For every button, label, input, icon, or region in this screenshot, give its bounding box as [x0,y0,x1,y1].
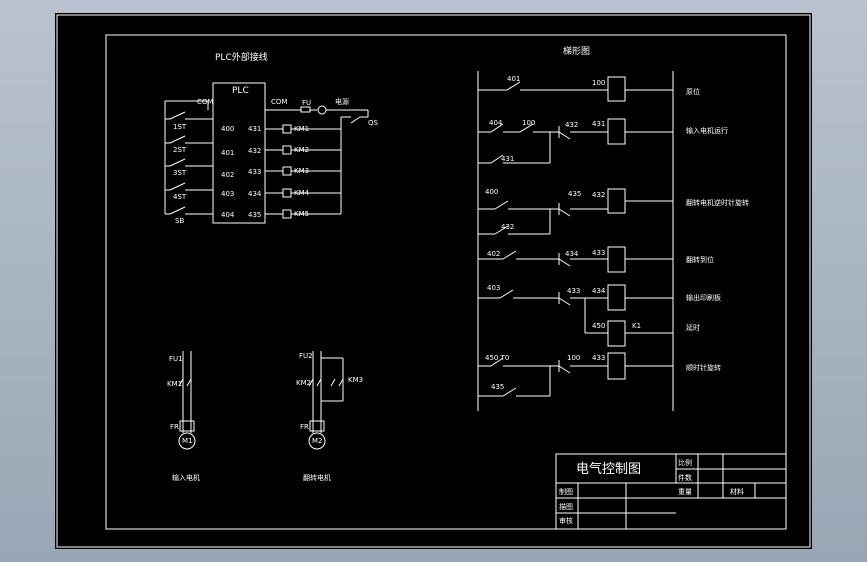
rung1-note: 原位 [686,87,700,96]
input-switch-4: 4ST [173,193,187,201]
rung3-coil: 432 [592,191,605,199]
rung7-contact-2: 100 [567,354,580,362]
rung3-parallel: 432 [501,223,514,231]
rung7-contact-1: 450 T0 [485,354,509,362]
motor2-km-right-label: KM3 [348,376,363,384]
motor2-km-left-label: KM2 [296,379,311,387]
input-address-5: 404 [221,211,235,219]
input-switch-5: SB [175,217,184,225]
electrical-drawing: PLC外部接线 PLC COM COM 1ST 2ST 3ST 4ST SB 4… [56,14,811,548]
rung3-contact-1: 400 [485,188,498,196]
input-switch-3: 3ST [173,169,187,177]
inner-border [105,34,787,530]
scale-label: 比例 [678,458,692,467]
power-label: 电源 [335,97,349,106]
input-address-2: 401 [221,149,234,157]
com-left-label: COM [197,98,213,106]
rung1-coil: 100 [592,79,605,87]
rung2-contact-3: 432 [565,121,578,129]
output-address-5: 435 [248,211,261,219]
plc-label: PLC [232,86,249,96]
rung6-contact-1: 450 [592,322,605,330]
motor1-fu-label: FU1 [169,355,183,363]
input-address-3: 402 [221,171,234,179]
motor1-label: M1 [182,437,193,445]
output-coil-4: KM4 [294,189,310,197]
rung1-contact-1: 401 [507,75,520,83]
outer-border [56,14,811,548]
drawing-title: 电气控制图 [576,461,641,477]
plc-wiring-title: PLC外部接线 [215,51,268,63]
rung3-note: 翻转电机逆时针旋转 [686,198,749,207]
rung4-note: 翻转到位 [686,255,714,264]
rung4-contact-2: 434 [565,250,579,258]
input-address-1: 400 [221,125,234,133]
output-coil-1: KM1 [294,125,309,133]
rung2-contact-2: 100 [522,119,535,127]
rung4-coil: 433 [592,249,605,257]
rung5-contact-1: 403 [487,284,500,292]
checked-label: 审核 [559,516,573,525]
output-coil-2: KM2 [294,146,309,154]
output-address-1: 431 [248,125,261,133]
rung2-coil: 431 [592,120,605,128]
rung7-note: 顺时针旋转 [686,363,721,372]
output-coil-3: KM3 [294,167,309,175]
motor2-label: M2 [312,437,323,445]
motor1-km-label: KM1 [167,380,182,388]
output-address-3: 433 [248,168,261,176]
motor2-fu-label: FU2 [299,352,313,360]
motor2-fr-label: FR [300,423,309,431]
motor2-caption: 翻转电机 [303,473,331,482]
rung6-note: 延时 [686,323,700,332]
com-right-label: COM [271,98,287,106]
material-label: 材料 [730,487,744,496]
output-coil-5: KM5 [294,210,309,218]
motor1-caption: 输入电机 [172,473,200,482]
rung2-parallel: 431 [501,155,514,163]
weight-label: 重量 [678,488,692,496]
rung6-coil: K1 [632,322,641,330]
output-address-2: 432 [248,147,261,155]
rung7-parallel: 435 [491,383,504,391]
input-address-4: 403 [221,190,234,198]
rung5-note: 输出印刷板 [686,293,721,302]
rung2-contact-1: 404 [489,119,503,127]
motor1-fr-label: FR [170,423,179,431]
input-switch-1: 1ST [173,123,187,131]
rung3-contact-2: 435 [568,190,581,198]
drawn-label: 制图 [559,487,573,496]
drawing-sheet: PLC外部接线 PLC COM COM 1ST 2ST 3ST 4ST SB 4… [55,13,812,549]
plc-box [212,82,266,224]
title-block [555,453,787,530]
rung2-note: 输入电机运行 [686,126,728,135]
qs-label: QS [368,119,379,127]
input-switch-2: 2ST [173,146,187,154]
count-label: 件数 [678,473,692,482]
rung5-contact-2: 433 [567,287,580,295]
rung4-contact-1: 402 [487,250,500,258]
drafted-label: 描图 [559,502,573,511]
ladder-title: 梯形图 [563,45,590,57]
fuse-label: FU [302,99,311,107]
output-address-4: 434 [248,190,262,198]
rung7-coil: 433 [592,354,605,362]
rung5-coil: 434 [592,287,606,295]
